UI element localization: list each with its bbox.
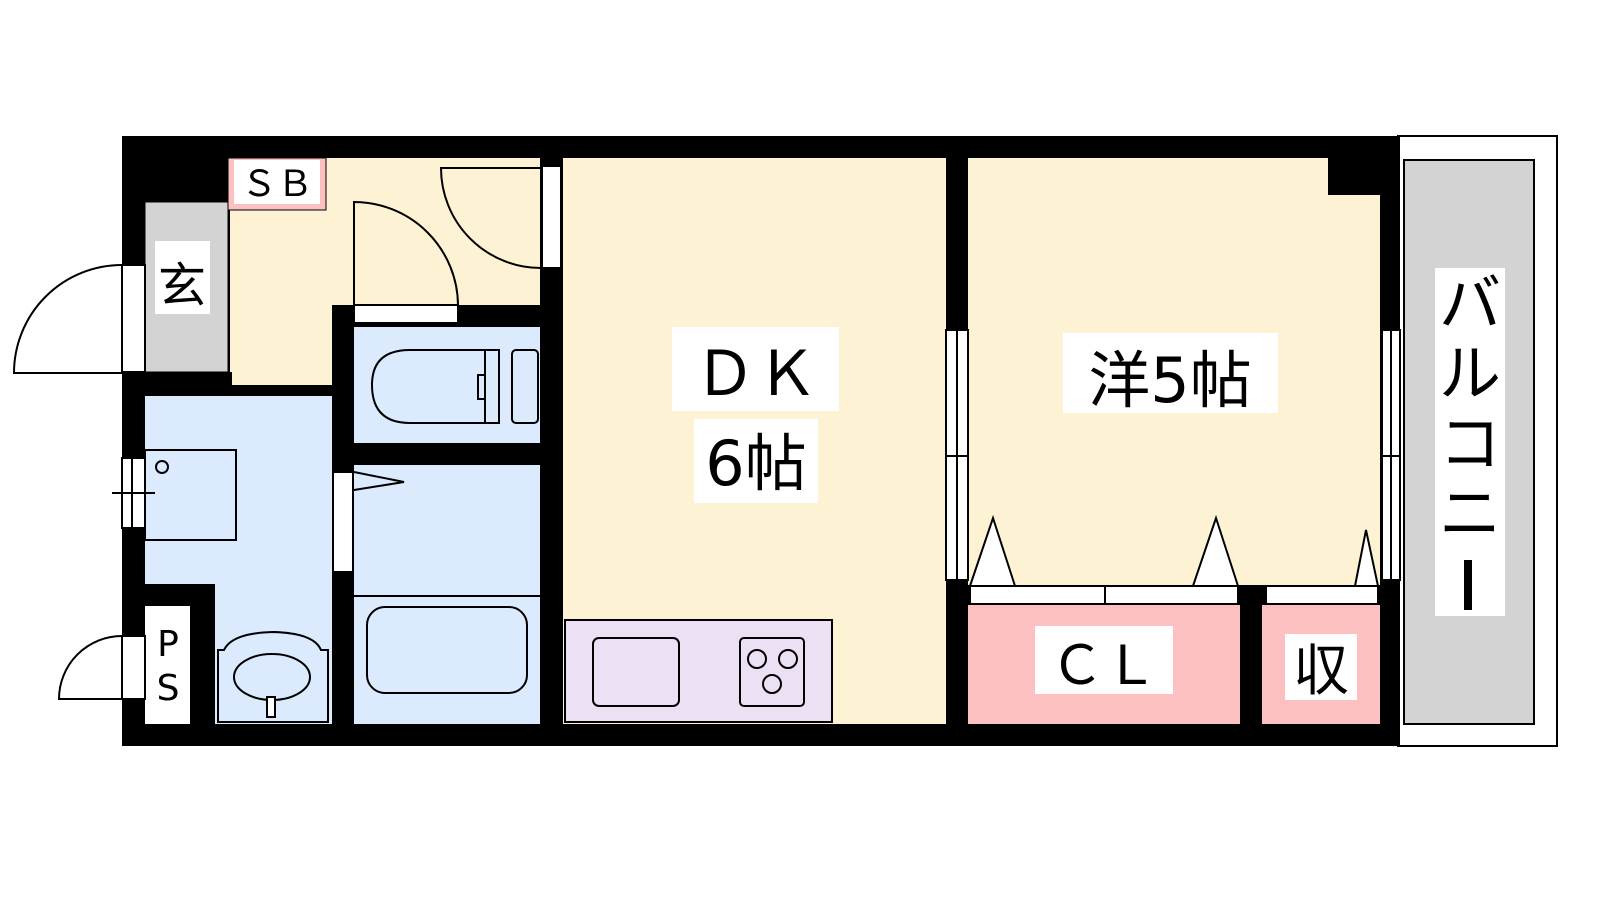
storage-label: 収 — [1293, 639, 1349, 704]
wash-basin — [217, 630, 329, 723]
dk-size-label: 6帖 — [705, 427, 806, 500]
wall — [332, 443, 540, 465]
balcony-label-bar — [1464, 560, 1472, 610]
balcony-window[interactable] — [1381, 329, 1401, 581]
dk-label: ＤＫ — [694, 337, 818, 410]
kitchen-sink — [592, 637, 680, 707]
balcony-label-char: バ — [1439, 267, 1501, 340]
ps-floor — [145, 606, 190, 724]
dk-door[interactable] — [439, 165, 562, 269]
closet-label: ＣＬ — [1050, 634, 1158, 697]
entrance-label: 玄 — [158, 258, 206, 314]
closet-doors[interactable] — [968, 514, 1240, 605]
balcony-label-char: ル — [1439, 337, 1501, 410]
bathroom-floor — [354, 465, 540, 724]
washroom-floor — [145, 396, 332, 584]
shoe-box: ＳＢ — [227, 157, 327, 211]
sliding-window[interactable] — [945, 329, 969, 581]
wall — [1240, 585, 1262, 724]
shoe-box-label: ＳＢ — [241, 164, 313, 205]
storage-door[interactable] — [1265, 529, 1380, 605]
toilet-door[interactable] — [353, 200, 459, 324]
washing-machine-drain — [155, 460, 169, 474]
western-room-label: 洋5帖 — [1088, 344, 1251, 417]
ps-label-s: S — [157, 668, 180, 709]
entrance-door[interactable] — [12, 264, 146, 374]
washing-machine — [144, 449, 237, 541]
balcony: バ ル コ ニ — [1397, 135, 1558, 747]
balcony-label-char: ニ — [1439, 477, 1501, 550]
wall — [540, 158, 563, 724]
bathroom-door[interactable] — [332, 471, 405, 573]
washroom-window — [112, 457, 155, 529]
balcony-label-char: コ — [1439, 407, 1501, 480]
toilet — [370, 349, 539, 424]
wall — [122, 372, 232, 396]
ps-door[interactable]: P S — [57, 624, 180, 709]
bathtub — [366, 606, 528, 694]
stove-icon — [739, 637, 805, 707]
ps-label-p: P — [157, 624, 179, 665]
column — [1328, 158, 1380, 195]
wall — [190, 584, 215, 724]
